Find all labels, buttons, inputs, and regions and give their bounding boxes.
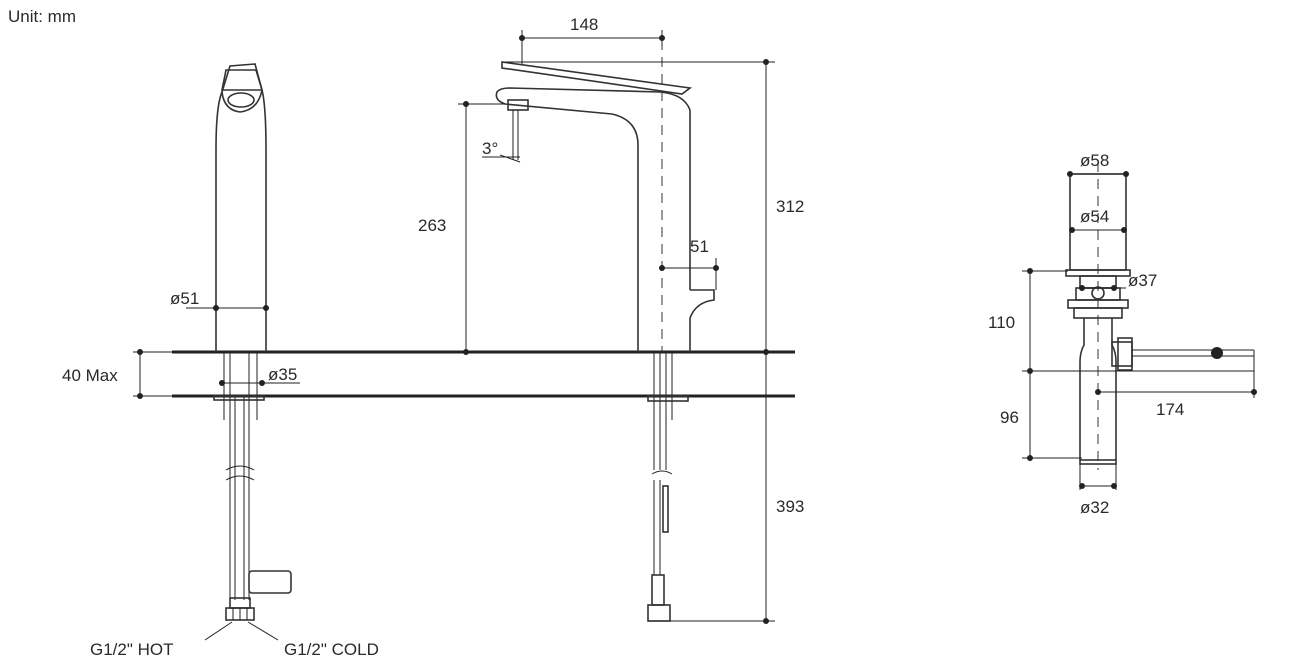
waste-height-dimension: 110 96 [988,268,1254,461]
faucet-front-view [482,40,715,622]
deck-thickness-dimension: 40 Max [62,349,172,399]
waste-cap-diameter-dimension: ø54 [1069,207,1127,233]
side-body-diameter-label: ø51 [170,289,199,308]
cold-connection-label: G1/2" COLD [284,640,379,659]
spout-angle-label: 3° [482,139,498,158]
countertop [172,350,795,398]
waste-rod-length-dimension: 174 [1095,389,1257,419]
waste-pipe-diameter-dimension: ø32 [1079,464,1117,517]
total-height-label: 312 [776,197,804,216]
spout-height-dimension: 263 [418,101,505,355]
waste-top-diameter-label: ø58 [1080,151,1109,170]
hot-connection-label: G1/2" HOT [90,640,174,659]
waste-top-diameter-dimension: ø58 [1067,151,1129,177]
spout-reach-dimension: 148 [519,15,665,64]
hole-diameter-label: ø35 [268,365,297,384]
under-deck-length-label: 393 [776,497,804,516]
waste-pipe-diameter-label: ø32 [1080,498,1109,517]
waste-rod-length-label: 174 [1156,400,1184,419]
spout-height-label: 263 [418,216,446,235]
waste-thread-diameter-label: ø37 [1128,271,1157,290]
faucet-side-view [204,63,292,641]
waste-cap-diameter-label: ø54 [1080,207,1109,226]
waste-lower-length-label: 96 [1000,408,1019,427]
spout-reach-label: 148 [570,15,598,34]
body-offset-label: 51 [690,237,709,256]
waste-thread-diameter-dimension: ø37 [1079,271,1157,291]
unit-label: Unit: mm [8,7,76,26]
side-body-diameter-dimension: ø51 [170,289,269,311]
total-height-dimension: 312 393 [502,59,804,624]
body-offset-dimension: 51 [659,237,719,290]
deck-thickness-label: 40 Max [62,366,118,385]
waste-height-label: 110 [988,313,1015,332]
hole-diameter-dimension: ø35 [219,365,300,386]
